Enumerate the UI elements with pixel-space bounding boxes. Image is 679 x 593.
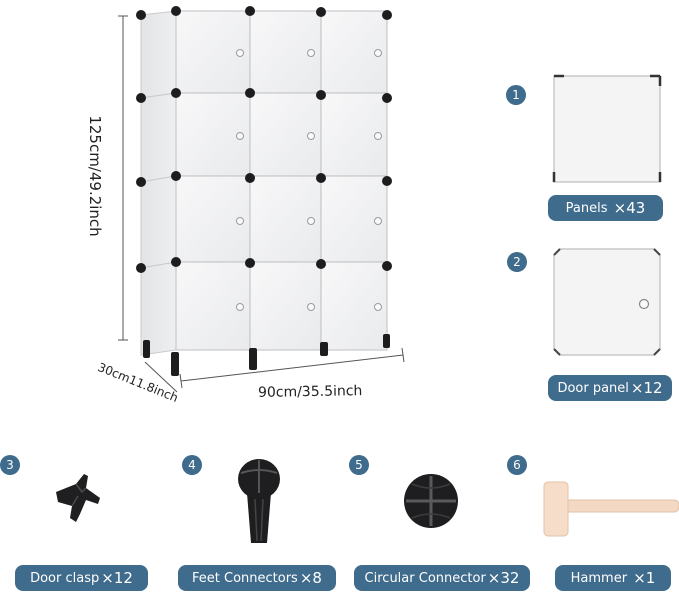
- cabinet-feet: [143, 334, 390, 376]
- part-number-badge: 2: [507, 252, 527, 272]
- part-name: Door clasp: [30, 570, 100, 586]
- part-number-badge: 6: [507, 455, 527, 475]
- part-label-feet-connectors: Feet Connectors×8: [178, 565, 336, 591]
- part-quantity: ×8: [299, 569, 322, 587]
- part-quantity: ×1: [633, 569, 656, 587]
- hammer-icon: [543, 481, 679, 537]
- part-name: Feet Connectors: [192, 570, 298, 586]
- circular-connector-icon: [404, 474, 458, 528]
- panel-icon: [552, 74, 662, 183]
- part-quantity: ×43: [613, 199, 646, 217]
- part-name: Door panel: [557, 380, 629, 396]
- depth-dimension-line: [144, 361, 178, 393]
- part-label-panels: Panels ×43: [548, 195, 663, 221]
- cabinet-side: [140, 10, 177, 356]
- part-quantity: ×12: [101, 569, 133, 587]
- door-clasp-icon: [56, 474, 100, 522]
- part-number-badge: 3: [0, 455, 20, 475]
- width-label: 90cm/35.5inch: [257, 383, 363, 401]
- part-name: Hammer: [570, 570, 628, 586]
- part-label-hammer: Hammer ×1: [555, 565, 671, 591]
- part-number-badge: 1: [506, 85, 526, 105]
- height-dimension-line: [118, 15, 128, 341]
- part-number-badge: 4: [182, 455, 202, 475]
- part-quantity: ×32: [487, 569, 520, 587]
- part-number-badge: 5: [349, 455, 369, 475]
- cabinet-connectors: [136, 6, 392, 273]
- part-label-circular-connector: Circular Connector×32: [354, 565, 530, 591]
- feet-connector-icon: [238, 459, 280, 543]
- part-label-door-panel: Door panel×12: [548, 375, 672, 401]
- part-name: Panels: [565, 200, 608, 216]
- cabinet-doors: [175, 10, 388, 351]
- width-dimension-line: [179, 347, 405, 389]
- part-name: Circular Connector: [364, 570, 486, 586]
- part-quantity: ×12: [630, 379, 663, 397]
- height-label: 125cm/49.2inch: [86, 115, 104, 237]
- part-label-door-clasp: Door clasp×12: [15, 565, 148, 591]
- door-knobs: [236, 49, 382, 311]
- door-panel-icon: [553, 248, 661, 356]
